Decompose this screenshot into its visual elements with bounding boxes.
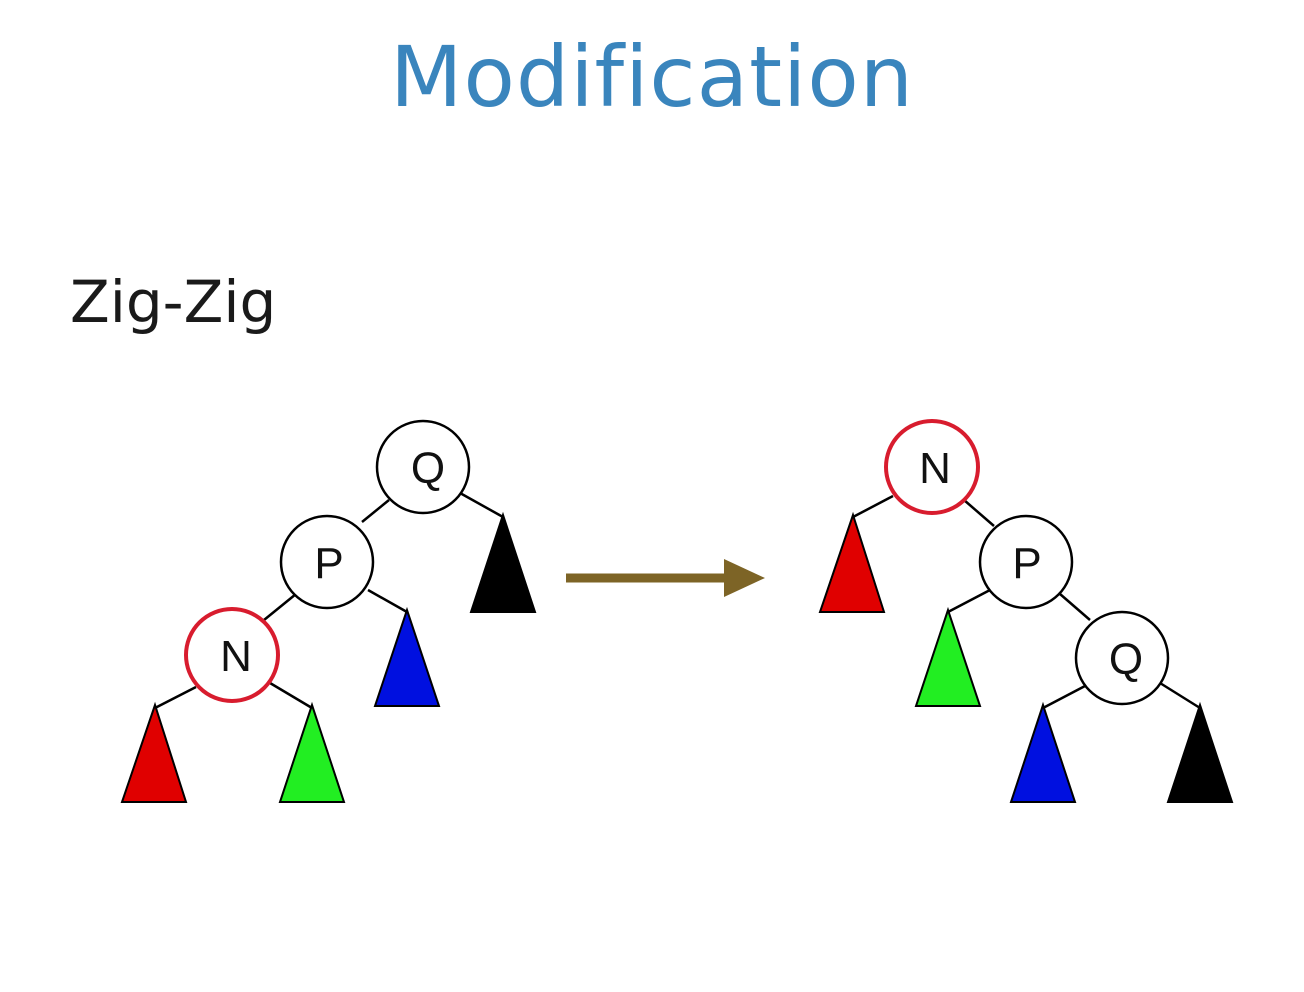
after-tree: N P Q — [818, 419, 1234, 803]
rotation-case-label: Zig-Zig — [70, 268, 277, 336]
edge-n-red — [154, 685, 197, 710]
after-tree-edges — [852, 494, 1201, 710]
subtree-green-triangle — [914, 606, 982, 707]
node-label: P — [1012, 539, 1041, 588]
edge-p-n — [263, 593, 297, 621]
edge-q-blue — [1042, 684, 1086, 710]
subtree-red-triangle — [120, 701, 188, 803]
edge-n-red — [852, 494, 894, 519]
transform-arrow — [566, 559, 765, 597]
before-tree-edges — [154, 491, 504, 710]
edge-p-green — [947, 588, 991, 614]
node-label: Q — [411, 444, 445, 493]
edge-p-blue — [367, 588, 408, 614]
subtree-blue-triangle — [373, 606, 441, 707]
node-p: P — [978, 514, 1074, 610]
before-tree: Q P N — [120, 419, 537, 803]
subtree-black-triangle — [469, 511, 537, 613]
subtree-red-triangle — [818, 511, 886, 613]
slide-title: Modification — [390, 28, 914, 126]
subtree-green-triangle — [278, 701, 346, 803]
edge-q-p — [361, 499, 390, 523]
node-label: N — [220, 632, 252, 681]
node-q: Q — [1074, 610, 1170, 706]
node-label: N — [919, 444, 951, 493]
node-n-highlighted: N — [184, 607, 280, 703]
edge-q-black — [1159, 681, 1201, 710]
edge-n-green — [269, 681, 313, 710]
node-q: Q — [375, 419, 471, 515]
node-label: P — [314, 539, 343, 588]
edge-n-p — [963, 499, 995, 527]
node-p: P — [279, 514, 375, 610]
subtree-black-triangle — [1166, 701, 1234, 803]
node-n-highlighted: N — [884, 419, 980, 515]
subtree-blue-triangle — [1009, 701, 1077, 803]
node-label: Q — [1109, 635, 1143, 684]
edge-q-black — [459, 491, 504, 519]
edge-p-q — [1059, 593, 1091, 621]
